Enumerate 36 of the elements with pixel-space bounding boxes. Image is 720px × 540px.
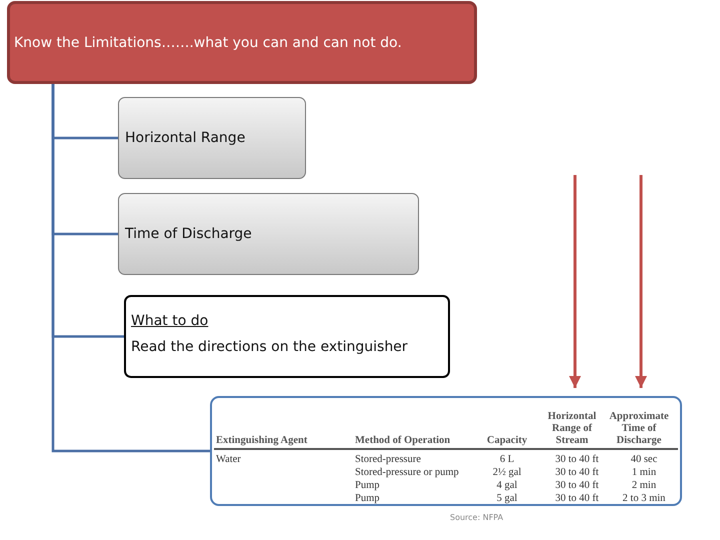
table-cell: Water [216, 454, 241, 466]
column-header: Extinguishing Agent [216, 435, 308, 447]
table-cell: Pump [355, 493, 380, 505]
table-cell: Stored-pressure [355, 454, 421, 466]
arrow [569, 175, 581, 388]
connector-line [52, 84, 210, 452]
box-text: Horizontal Range [125, 130, 246, 146]
topic-box [118, 193, 419, 275]
table-cell-text: 30 to 40 ft [554, 467, 600, 479]
column-header: Approximate Time of Discharge [608, 411, 670, 447]
table-cell-text: 5 gal [496, 493, 518, 505]
table-cell-text: 40 sec [630, 454, 658, 466]
note-heading: What to do [131, 313, 208, 329]
note-text: Read the directions on the extinguisher [131, 339, 409, 355]
table-cell-text: 1 min [630, 467, 658, 479]
topic-box [118, 97, 306, 179]
box-text: Time of Discharge [125, 226, 252, 242]
table-panel [210, 396, 682, 506]
table-cell-text: 4 gal [496, 480, 518, 492]
column-header: Capacity [486, 435, 528, 447]
table-cell: Stored-pressure or pump [355, 467, 459, 479]
column-header: Horizontal Range of Stream [546, 411, 598, 447]
title-box [7, 1, 477, 84]
table-cell-text: 2½ gal [492, 467, 522, 479]
column-header: Method of Operation [355, 435, 452, 447]
table-cell-text: 2 min [630, 480, 658, 492]
note-box [124, 295, 450, 378]
table-cell-text: 6 L [498, 454, 516, 466]
table-cell-text: 2 to 3 min [622, 493, 666, 505]
table-cell-text: 30 to 40 ft [554, 454, 600, 466]
table-cell: Pump [355, 480, 380, 492]
arrow [635, 175, 647, 388]
source-note: Source: NFPA [450, 512, 504, 524]
table-cell-text: 30 to 40 ft [554, 480, 600, 492]
table-cell-text: 30 to 40 ft [554, 493, 600, 505]
box-text: Know the Limitations…….what you can and can not do. [14, 34, 402, 50]
